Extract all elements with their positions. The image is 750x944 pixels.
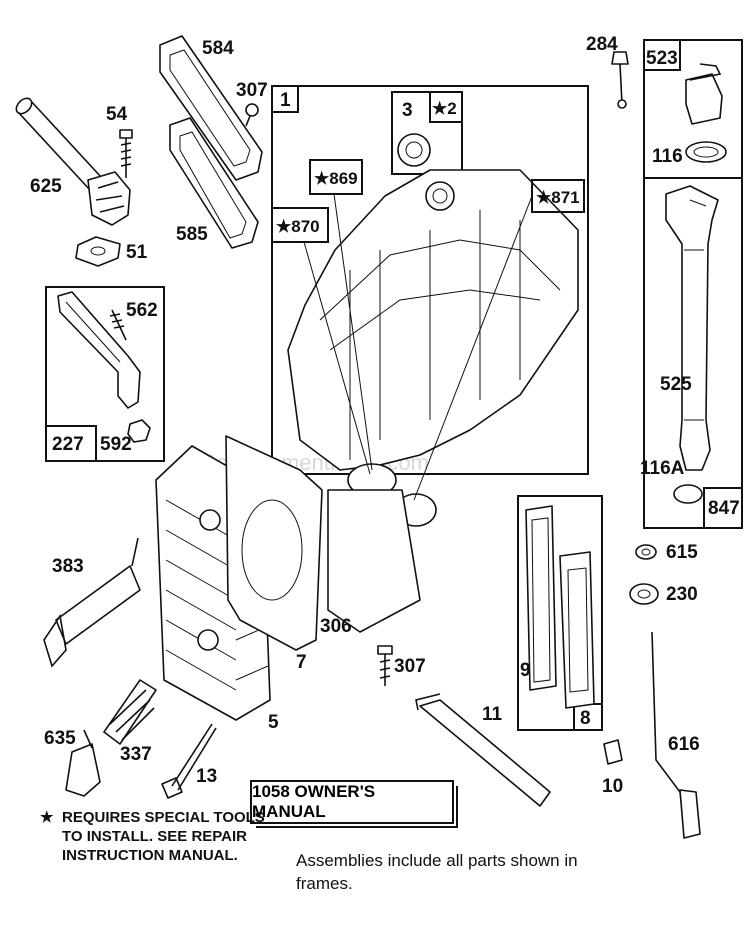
label-584: 584 <box>202 38 234 59</box>
label-307a: 307 <box>236 80 268 101</box>
label-3: 3 <box>402 100 413 121</box>
label-227: 227 <box>52 434 84 455</box>
label-1: 1 <box>280 90 291 111</box>
cover-584-part <box>159 35 263 181</box>
label-8: 8 <box>580 708 591 729</box>
frame-227 <box>45 286 165 462</box>
label-10: 10 <box>602 776 623 797</box>
label-13: 13 <box>196 766 217 787</box>
star-icon: ★ <box>40 809 54 826</box>
label-5: 5 <box>268 712 279 733</box>
label-635: 635 <box>44 728 76 749</box>
label-585: 585 <box>176 224 208 245</box>
label-592: 592 <box>100 434 132 455</box>
bolt-13-part <box>161 723 217 799</box>
label-2: ★2 <box>432 99 457 118</box>
label-7: 7 <box>296 652 307 673</box>
frame-9-8 <box>517 495 603 731</box>
frame-1-block <box>271 85 589 633</box>
label-11: 11 <box>482 704 503 725</box>
gasket-585-part <box>169 117 259 249</box>
assemblies-note: Assemblies include all parts shown in fr… <box>296 849 596 895</box>
label-871: ★871 <box>536 188 580 207</box>
dipstick-616-part <box>651 631 701 839</box>
label-337: 337 <box>120 744 152 765</box>
label-9: 9 <box>520 660 531 681</box>
spark-plug-337-part <box>103 679 157 745</box>
gasket-51-part <box>75 236 121 267</box>
special-tools-line-1: REQUIRES SPECIAL TOOLS <box>62 809 265 826</box>
washer-230-part <box>629 583 659 605</box>
nut-615-part <box>635 544 657 560</box>
special-tools-line-3: INSTRUCTION MANUAL. <box>62 847 238 864</box>
label-870: ★870 <box>276 217 320 236</box>
label-51: 51 <box>126 242 148 263</box>
assemblies-line-1: Assemblies include all parts shown in <box>296 851 578 870</box>
label-562: 562 <box>126 300 158 321</box>
label-625: 625 <box>30 176 62 197</box>
owners-manual-box: 1058 OWNER'S MANUAL <box>250 780 458 828</box>
elbow-635-part <box>65 729 101 797</box>
label-116a: 116A <box>640 458 685 479</box>
assemblies-line-2: frames. <box>296 874 353 893</box>
part-labels: 625 54 51 584 307 585 562 227 592 1 3 ★2… <box>30 34 740 797</box>
label-869: ★869 <box>314 169 358 188</box>
screw-307a-part <box>245 103 259 127</box>
special-tools-note: ★ REQUIRES SPECIAL TOOLS TO INSTALL. SEE… <box>40 808 290 865</box>
special-tools-line-2: TO INSTALL. SEE REPAIR <box>62 828 248 845</box>
tube-383-part <box>43 537 141 668</box>
label-284: 284 <box>586 34 618 55</box>
label-616: 616 <box>668 734 700 755</box>
label-383: 383 <box>52 556 84 577</box>
screw-54-part <box>119 129 133 178</box>
label-307b: 307 <box>394 656 426 677</box>
label-615: 615 <box>666 542 698 563</box>
tube-11-part <box>415 693 551 807</box>
breather-284-part <box>611 51 629 109</box>
breather-tube-part <box>15 97 131 226</box>
label-523: 523 <box>646 48 678 69</box>
label-525: 525 <box>660 374 692 395</box>
label-230: 230 <box>666 584 698 605</box>
label-306: 306 <box>320 616 352 637</box>
frame-523-847 <box>643 39 743 529</box>
head-gasket-7-part <box>225 435 323 651</box>
label-116: 116 <box>652 146 683 167</box>
fitting-10-part <box>603 739 623 765</box>
screw-307b-part <box>377 645 393 686</box>
label-54: 54 <box>106 104 128 125</box>
label-847: 847 <box>708 498 740 519</box>
